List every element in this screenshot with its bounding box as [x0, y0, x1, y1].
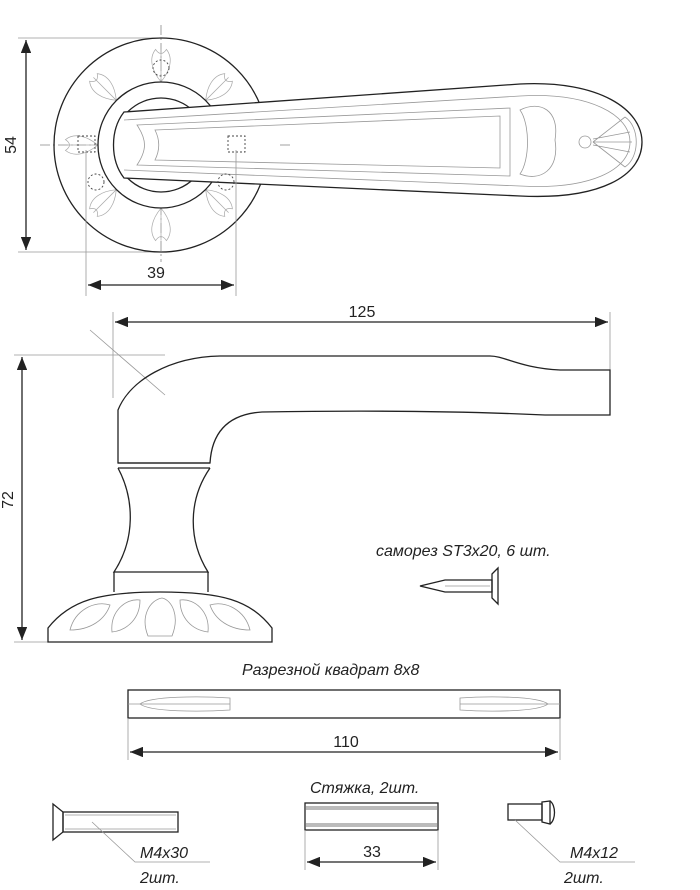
spindle-label: Разрезной квадрат 8x8: [242, 662, 420, 679]
bolt-short-label: M4x12: [570, 845, 618, 862]
self-tapping-screw: саморез ST3x20, 6 шт.: [376, 543, 551, 606]
handle-side-outline: [117, 355, 611, 464]
dimension-125: 125: [349, 304, 376, 321]
bolt-short-qty: 2шт.: [563, 870, 604, 887]
dimension-39: 39: [147, 265, 165, 282]
dimension-33: 33: [363, 844, 381, 861]
rosette-side-ornament: [69, 597, 251, 637]
dimension-72: 72: [0, 491, 17, 509]
bolt-long-label: M4x30: [140, 845, 188, 862]
bolt-m4x12: M4x12 2шт.: [507, 800, 635, 887]
dimension-110: 110: [333, 734, 359, 751]
connector-label: Стяжка, 2шт.: [310, 780, 419, 797]
bolt-m4x30: M4x30 2шт.: [52, 802, 210, 887]
side-view: 125 72: [0, 304, 611, 643]
split-spindle: Разрезной квадрат 8x8 110: [127, 662, 561, 760]
screw-label: саморез ST3x20, 6 шт.: [376, 543, 551, 560]
connector: Стяжка, 2шт. 33: [304, 780, 439, 870]
rosette-side-outline: [47, 591, 273, 643]
handle-ornament: [578, 116, 637, 168]
bolt-long-qty: 2шт.: [139, 870, 180, 887]
dimension-54: 54: [3, 136, 20, 154]
top-view: 54 39: [3, 25, 643, 296]
